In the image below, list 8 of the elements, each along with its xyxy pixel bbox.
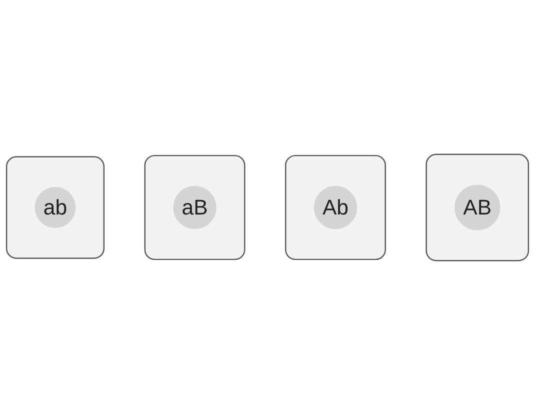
node-circle: AB — [454, 184, 500, 230]
cluster — [144, 154, 246, 260]
node-circle: Ab — [314, 186, 358, 230]
cluster — [285, 154, 386, 260]
node-circle: ab — [34, 187, 76, 228]
node-circle: aB — [173, 186, 216, 230]
cluster — [426, 154, 530, 262]
cluster — [6, 156, 105, 259]
